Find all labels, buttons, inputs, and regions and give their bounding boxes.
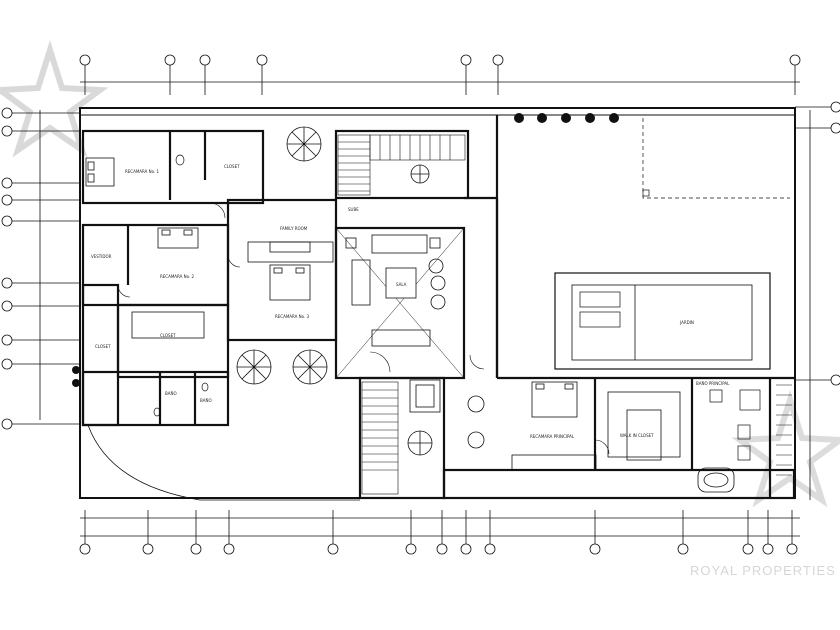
watermark-star-icon xyxy=(0,40,109,158)
room-label-sala: SALA xyxy=(396,282,407,287)
room-label-family-room: FAMILY ROOM xyxy=(280,226,308,231)
room-label-walk-in-closet: WALK IN CLOSET xyxy=(620,433,654,438)
shrub-row xyxy=(514,113,619,123)
room-label-bath-3: BAÑO xyxy=(200,398,212,403)
bed-icon xyxy=(511,381,597,471)
closet-shelves xyxy=(131,311,205,339)
room-label-master-bedroom: RECAMARA PRINCIPAL xyxy=(530,434,575,439)
room-label-bedroom-3: RECAMARA No. 3 xyxy=(275,314,310,319)
living-room-furniture xyxy=(335,227,465,379)
stair-label: SUBE xyxy=(348,207,359,212)
bed-icon xyxy=(85,157,115,187)
chair-icon xyxy=(467,395,485,449)
garden-dashed-outline xyxy=(642,118,790,199)
room-label-closet-1: CLOSET xyxy=(224,164,240,169)
sink-icon xyxy=(709,389,761,461)
tree-icon xyxy=(236,349,272,385)
outer-walls xyxy=(79,107,796,499)
bathtub-icon xyxy=(697,467,735,493)
pool xyxy=(554,272,771,370)
room-label-closet-3: CLOSET xyxy=(95,344,111,349)
left-wing-walls xyxy=(81,129,338,427)
tree-icon xyxy=(286,126,322,162)
grid-axis-left xyxy=(1,107,80,430)
deck-lines xyxy=(776,384,792,476)
elevator-icon xyxy=(409,379,441,413)
bed-icon xyxy=(157,227,199,249)
watermark-text: ROYAL PROPERTIES xyxy=(690,563,836,578)
grid-axis-top xyxy=(79,54,801,95)
toilet-icon xyxy=(153,154,209,417)
room-label-garden: JARDIN xyxy=(679,320,694,325)
room-label-bedroom-2: RECAMARA No. 2 xyxy=(160,274,195,279)
tree-icon xyxy=(410,164,430,184)
room-label-closet-2: CLOSET xyxy=(160,333,176,338)
room-label-bedroom-1: RECAMARA No. 1 xyxy=(125,169,160,174)
room-label-bath-2: BAÑO xyxy=(165,391,177,396)
shrub-icon xyxy=(72,366,80,387)
grid-axis-bottom xyxy=(79,510,800,555)
right-wing-walls xyxy=(442,115,796,500)
stairs-icon xyxy=(337,134,466,196)
door-swing xyxy=(117,202,610,455)
room-label-dressing: VESTIDOR xyxy=(91,254,112,259)
tree-icon xyxy=(407,430,433,456)
sofa-icon xyxy=(247,241,334,263)
driveway-curve xyxy=(87,424,360,501)
watermark-star-icon xyxy=(731,390,840,508)
grid-axis-right xyxy=(795,101,840,500)
room-label-master-bath: BAÑO PRINCIPAL xyxy=(696,381,730,386)
tree-icon xyxy=(292,349,328,385)
walk-in-closet-island xyxy=(607,391,681,461)
stairs-icon xyxy=(361,381,399,495)
bed-icon xyxy=(269,264,311,301)
